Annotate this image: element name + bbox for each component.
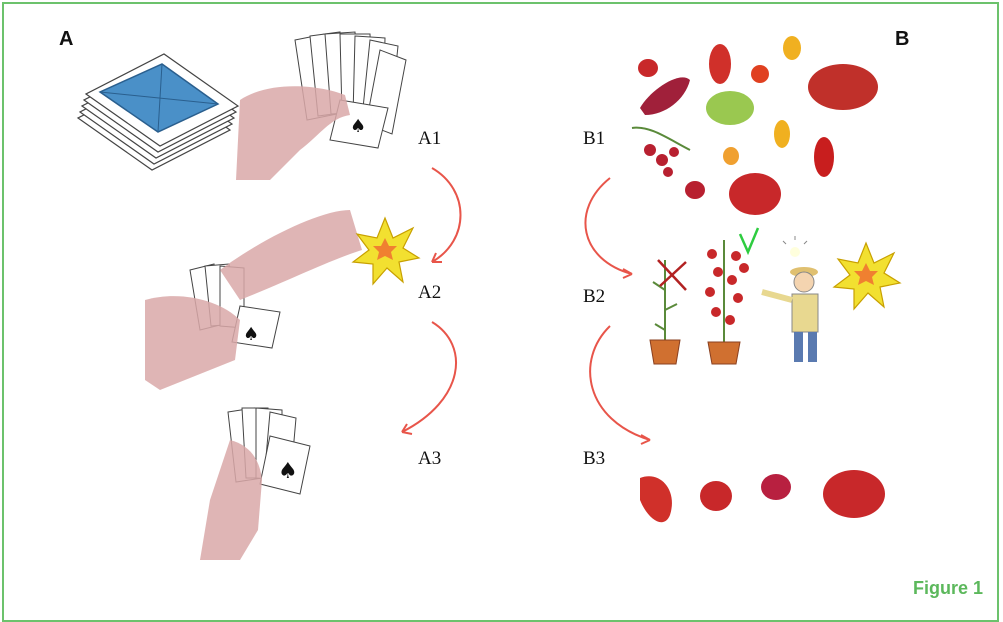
panel-label-b: B [895, 28, 909, 51]
step-label-b3: B3 [583, 448, 605, 470]
tomato-plant-icon [705, 240, 749, 364]
panel-label-a: A [59, 28, 73, 51]
lightbulb-icon [783, 236, 807, 257]
step-label-b1: B1 [583, 128, 605, 150]
tomato-plant-icon [650, 260, 680, 364]
step-label-a1: A1 [418, 128, 441, 150]
card-deck-icon [78, 54, 238, 170]
svg-text:♠: ♠ [243, 324, 259, 345]
hand-of-cards-icon: ♠ [145, 210, 362, 390]
step-label-a2: A2 [418, 282, 441, 304]
hand-of-cards-icon: ♠ [200, 408, 310, 560]
curved-arrow-icon [585, 178, 650, 444]
check-mark-icon [740, 228, 758, 252]
svg-text:♠: ♠ [350, 116, 366, 137]
svg-text:♠: ♠ [278, 459, 298, 484]
hand-of-cards-icon: ♠ [236, 32, 406, 180]
tomato-vine-icon [632, 128, 690, 177]
step-label-a3: A3 [418, 448, 441, 470]
step-label-b2: B2 [583, 286, 605, 308]
explosion-icon [834, 243, 900, 309]
figure-caption: Figure 1 [913, 578, 983, 599]
tomato-icon [638, 36, 878, 215]
farmer-icon [762, 267, 818, 362]
explosion-icon [353, 218, 419, 284]
cross-mark-icon [658, 260, 686, 290]
tomato-icon [640, 470, 885, 522]
